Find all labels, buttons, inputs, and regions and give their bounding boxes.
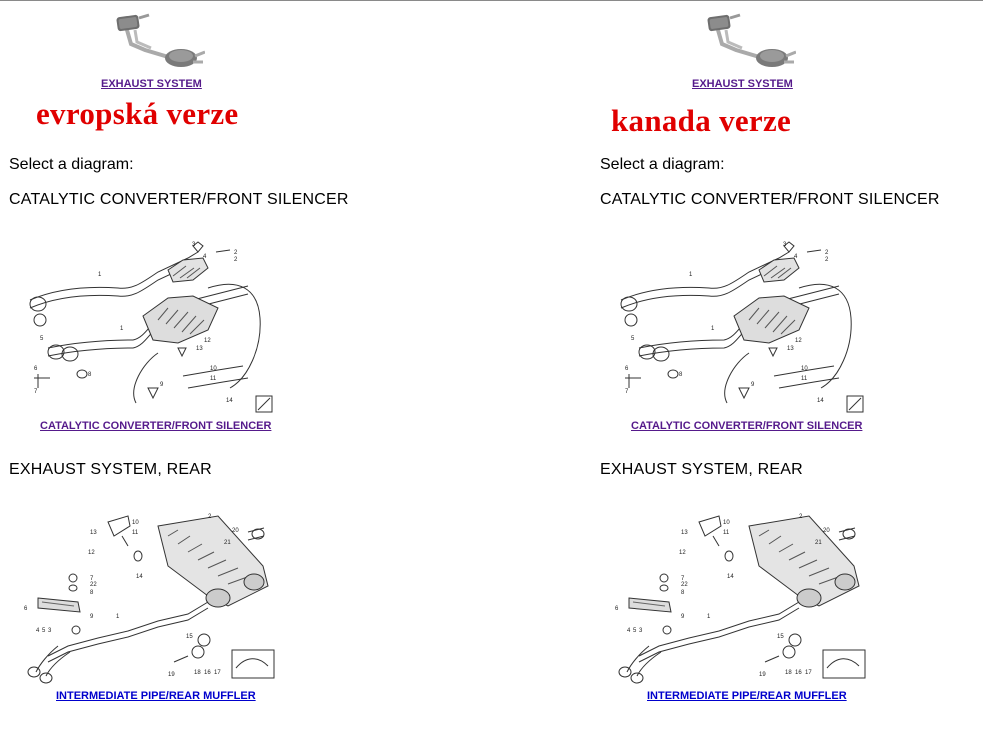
part-number: 5 (42, 628, 46, 634)
part-number: 2 (799, 514, 803, 520)
part-number: 10 (801, 366, 808, 372)
window-top-border (0, 0, 983, 1)
part-number: 17 (214, 670, 221, 676)
part-number: 19 (168, 672, 175, 678)
part-number: 6 (625, 366, 629, 372)
catalytic-converter-diagram[interactable]: 1 1 2 2 3 4 5 6 7 8 9 10 11 12 13 14 (18, 238, 278, 418)
intermediate-pipe-link[interactable]: INTERMEDIATE PIPE/REAR MUFFLER (647, 690, 847, 702)
part-number: 13 (196, 346, 203, 352)
part-number: 20 (232, 528, 239, 534)
part-number: 8 (679, 372, 683, 378)
part-number: 4 (794, 254, 798, 260)
part-number: 12 (88, 550, 95, 556)
part-number: 1 (689, 272, 693, 278)
section-title-catalytic: CATALYTIC CONVERTER/FRONT SILENCER (600, 191, 940, 208)
version-label: kanada verze (611, 103, 792, 138)
select-diagram-prompt: Select a diagram: (600, 156, 725, 173)
part-number: 11 (132, 530, 139, 536)
part-number: 5 (631, 336, 635, 342)
part-number: 13 (90, 530, 97, 536)
part-number: 10 (132, 520, 139, 526)
part-number: 4 (36, 628, 40, 634)
part-number: 8 (88, 372, 92, 378)
part-number: 22 (681, 582, 688, 588)
part-number: 6 (34, 366, 38, 372)
part-number: 5 (633, 628, 637, 634)
rear-muffler-diagram[interactable]: 1 2 3 4 5 6 7 8 9 10 11 12 13 14 15 16 1… (609, 506, 869, 686)
part-number: 3 (639, 628, 643, 634)
part-number: 2 (208, 514, 212, 520)
part-number: 10 (723, 520, 730, 526)
part-number: 15 (186, 634, 193, 640)
part-number: 13 (787, 346, 794, 352)
part-number: 12 (204, 338, 211, 344)
part-number: 16 (204, 670, 211, 676)
part-number: 1 (116, 614, 120, 620)
part-number: 4 (203, 254, 207, 260)
part-number: 1 (711, 326, 715, 332)
part-number: 12 (679, 550, 686, 556)
part-number: 2 (234, 257, 238, 263)
part-number: 9 (90, 614, 94, 620)
part-number: 17 (805, 670, 812, 676)
part-number: 2 (825, 257, 829, 263)
part-number: 11 (210, 376, 217, 382)
version-label: evropská verze (36, 96, 239, 131)
select-diagram-prompt: Select a diagram: (9, 156, 134, 173)
part-number: 14 (727, 574, 734, 580)
exhaust-system-link[interactable]: EXHAUST SYSTEM (692, 78, 793, 90)
part-number: 1 (707, 614, 711, 620)
part-number: 15 (777, 634, 784, 640)
part-number: 9 (681, 614, 685, 620)
part-number: 3 (192, 242, 196, 248)
part-number: 21 (815, 540, 822, 546)
section-title-rear: EXHAUST SYSTEM, REAR (600, 461, 803, 478)
part-number: 14 (817, 398, 824, 404)
catalytic-converter-diagram[interactable]: 1 1 2 2 3 4 5 6 7 8 9 10 11 12 13 14 (609, 238, 869, 418)
part-number: 6 (24, 606, 28, 612)
part-number: 11 (723, 530, 730, 536)
part-number: 1 (120, 326, 124, 332)
part-number: 19 (759, 672, 766, 678)
part-number: 13 (681, 530, 688, 536)
part-number: 8 (681, 590, 685, 596)
part-number: 10 (210, 366, 217, 372)
section-title-rear: EXHAUST SYSTEM, REAR (9, 461, 212, 478)
part-number: 2 (825, 250, 829, 256)
part-number: 14 (226, 398, 233, 404)
part-number: 5 (40, 336, 44, 342)
part-number: 12 (795, 338, 802, 344)
part-number: 7 (625, 389, 629, 395)
part-number: 4 (627, 628, 631, 634)
part-number: 20 (823, 528, 830, 534)
part-number: 7 (34, 389, 38, 395)
part-number: 9 (160, 382, 164, 388)
part-number: 9 (751, 382, 755, 388)
part-number: 2 (234, 250, 238, 256)
catalytic-converter-link[interactable]: CATALYTIC CONVERTER/FRONT SILENCER (40, 420, 272, 432)
part-number: 6 (615, 606, 619, 612)
part-number: 22 (90, 582, 97, 588)
part-number: 18 (194, 670, 201, 676)
part-number: 11 (801, 376, 808, 382)
part-number: 21 (224, 540, 231, 546)
part-number: 14 (136, 574, 143, 580)
panel-canada: EXHAUST SYSTEM kanada verze Select a dia… (591, 0, 983, 730)
part-number: 3 (783, 242, 787, 248)
intermediate-pipe-link[interactable]: INTERMEDIATE PIPE/REAR MUFFLER (56, 690, 256, 702)
exhaust-system-link[interactable]: EXHAUST SYSTEM (101, 78, 202, 90)
part-number: 3 (48, 628, 52, 634)
part-number: 8 (90, 590, 94, 596)
part-number: 7 (681, 576, 685, 582)
part-number: 7 (90, 576, 94, 582)
exhaust-muffler-icon[interactable] (696, 12, 796, 72)
part-number: 18 (785, 670, 792, 676)
catalytic-converter-link[interactable]: CATALYTIC CONVERTER/FRONT SILENCER (631, 420, 863, 432)
section-title-catalytic: CATALYTIC CONVERTER/FRONT SILENCER (9, 191, 349, 208)
part-number: 1 (98, 272, 102, 278)
exhaust-muffler-icon[interactable] (105, 12, 205, 72)
part-number: 16 (795, 670, 802, 676)
rear-muffler-diagram[interactable]: 1 2 3 4 5 6 7 8 9 10 11 12 13 14 15 16 1… (18, 506, 278, 686)
panel-european: EXHAUST SYSTEM evropská verze Select a d… (0, 0, 490, 730)
